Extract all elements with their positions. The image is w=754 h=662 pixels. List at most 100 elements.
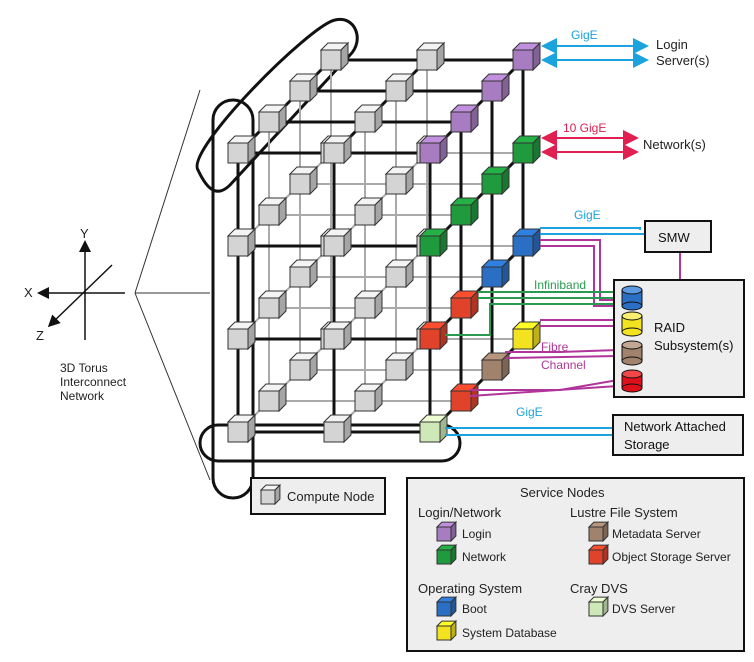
service-node-cube <box>480 351 511 382</box>
torus-loop-diagonal <box>195 17 359 193</box>
compute-node-cube <box>384 258 415 289</box>
infiniband-label: Infiniband <box>534 278 586 292</box>
nas-box: Network Attached Storage <box>612 414 744 456</box>
torus-label: 3D Torus Interconnect Network <box>60 361 127 403</box>
service-node-cube <box>449 103 480 134</box>
login-cube-icon <box>435 520 458 543</box>
login-gige-label: GigE <box>571 28 598 42</box>
compute-node-cube <box>226 413 257 444</box>
compute-node-cube-icon <box>259 483 282 506</box>
compute-node-cube <box>257 103 288 134</box>
service-nodes-legend: Service Nodes Login/Network Login Networ… <box>406 477 745 652</box>
y-axis-label: Y <box>80 226 89 241</box>
compute-node-cube <box>353 289 384 320</box>
compute-node-cube <box>415 41 446 72</box>
compute-node-label: Compute Node <box>287 489 374 504</box>
legend-group-dvs: Cray DVS <box>570 581 628 596</box>
service-node-cube <box>511 320 542 351</box>
compute-node-cube <box>322 134 353 165</box>
raid-label-1: RAID <box>654 320 685 335</box>
compute-node-cube <box>384 72 415 103</box>
service-node-cube <box>418 227 449 258</box>
compute-node-cube <box>319 41 350 72</box>
legend-item-boot: Boot <box>462 602 487 616</box>
legend-group-os: Operating System <box>418 581 522 596</box>
service-node-cube <box>511 227 542 258</box>
legend-group-login-network: Login/Network <box>418 505 502 520</box>
fibre-label-1: Fibre <box>541 340 569 354</box>
external-connections: GigE Login Server(s) 10 GigE Network(s) … <box>445 28 709 436</box>
compute-node-cube <box>288 258 319 289</box>
compute-node-cube <box>384 351 415 382</box>
fibre-label-2: Channel <box>541 358 586 372</box>
raid-disk-red <box>621 369 643 393</box>
dvs-server-cube-icon <box>587 595 610 618</box>
service-node-cube <box>449 196 480 227</box>
system-database-cube-icon <box>435 619 458 642</box>
compute-node-cube <box>226 134 257 165</box>
network-cube-icon <box>435 543 458 566</box>
service-node-cube <box>480 165 511 196</box>
compute-node-cube <box>322 227 353 258</box>
sysdb-legend-cube <box>435 619 458 642</box>
raid-disk-brown <box>621 340 643 366</box>
service-node-cube <box>418 134 449 165</box>
service-node-cube <box>480 72 511 103</box>
service-node-cube <box>449 382 480 413</box>
nas-label-2: Storage <box>624 437 670 452</box>
dvs-legend-cube <box>587 595 610 618</box>
torus-label-line-2: Interconnect <box>60 375 127 389</box>
compute-node-cube <box>257 289 288 320</box>
zoom-line-bottom <box>134 292 211 481</box>
compute-node-cube <box>226 320 257 351</box>
compute-node-cube <box>257 196 288 227</box>
legend-item-login: Login <box>462 527 491 541</box>
legend-item-sysdb: System Database <box>462 626 557 640</box>
smw-gige-link-1 <box>540 227 641 230</box>
torus-label-line-3: Network <box>60 389 105 403</box>
metadata-server-cube-icon <box>587 520 610 543</box>
network-legend-cube <box>435 543 458 566</box>
metadata-legend-cube <box>587 520 610 543</box>
compute-node-cube <box>288 72 319 103</box>
network-label: Network(s) <box>643 137 706 152</box>
compute-node-cube <box>322 413 353 444</box>
oss-legend-cube <box>587 543 610 566</box>
compute-node-legend-cube <box>259 483 282 506</box>
boot-cube-icon <box>435 595 458 618</box>
service-node-cube <box>418 320 449 351</box>
service-nodes-title: Service Nodes <box>520 485 605 500</box>
compute-node-cube <box>226 227 257 258</box>
torus-lattice-nodes <box>226 41 542 444</box>
boot-raid-link-2 <box>540 245 618 307</box>
compute-node-cube <box>257 382 288 413</box>
legend-group-lustre: Lustre File System <box>570 505 678 520</box>
login-legend-cube <box>435 520 458 543</box>
zoom-line-top <box>134 89 201 294</box>
x-axis-label: X <box>24 285 33 300</box>
service-node-cube <box>480 258 511 289</box>
service-node-cube <box>418 413 449 444</box>
nas-label-1: Network Attached <box>624 419 726 434</box>
infiniband-link-3 <box>445 303 618 336</box>
raid-disk-blue <box>621 285 643 311</box>
service-node-cube <box>449 289 480 320</box>
network-10gige-label: 10 GigE <box>563 121 606 135</box>
legend-item-oss: Object Storage Server <box>612 550 731 564</box>
smw-gige-label: GigE <box>574 208 601 222</box>
smw-box: SMW <box>644 220 712 253</box>
z-axis-label: Z <box>36 328 44 343</box>
raid-label-2: Subsystem(s) <box>654 338 733 353</box>
compute-node-cube <box>353 382 384 413</box>
fibre-link-4 <box>469 385 619 397</box>
fibre-link-1 <box>505 349 619 353</box>
boot-legend-cube <box>435 595 458 618</box>
legend-item-network: Network <box>462 550 507 564</box>
compute-node-legend: Compute Node <box>250 477 386 515</box>
compute-node-cube <box>353 196 384 227</box>
raid-disk-yellow <box>621 311 643 337</box>
service-node-cube <box>511 134 542 165</box>
nas-gige-label: GigE <box>516 405 543 419</box>
compute-node-cube <box>288 165 319 196</box>
